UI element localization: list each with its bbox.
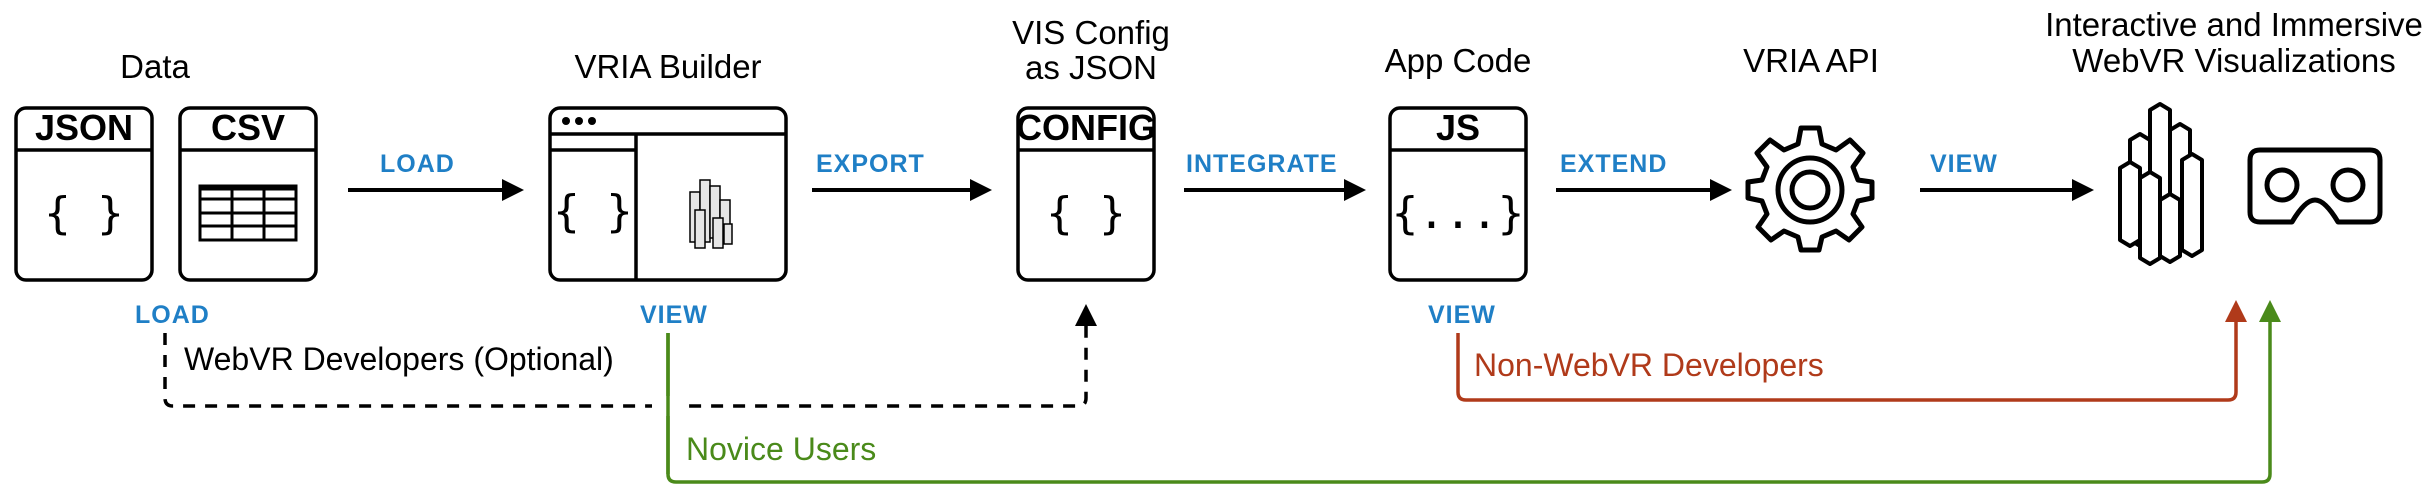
config-box: CONFIG { } — [1016, 106, 1156, 282]
action-integrate: INTEGRATE — [1186, 150, 1338, 178]
bar-chart-3d-icon — [689, 179, 733, 249]
heading-config-line2: as JSON — [1025, 49, 1157, 86]
action-view-output: VIEW — [1930, 150, 1998, 178]
heading-app-code: App Code — [1385, 42, 1532, 79]
csv-box-title: CSV — [211, 107, 285, 148]
vr-headset-icon — [2247, 147, 2383, 225]
builder-window: { } — [548, 106, 788, 282]
heading-data: Data — [120, 48, 190, 85]
action-extend: EXTEND — [1560, 150, 1667, 178]
role-novice: Novice Users — [686, 431, 876, 467]
config-box-body: { } — [1046, 188, 1125, 239]
table-icon — [198, 184, 298, 242]
novice-path — [666, 300, 2281, 484]
json-box-title: JSON — [35, 107, 133, 148]
js-box-title: JS — [1436, 107, 1480, 148]
heading-output-line2: WebVR Visualizations — [2072, 42, 2395, 79]
action-export: EXPORT — [816, 150, 925, 178]
role-non-webvr-dev: Non-WebVR Developers — [1474, 347, 1824, 383]
heading-config-line1: VIS Config — [1012, 14, 1170, 51]
heading-api: VRIA API — [1743, 42, 1879, 79]
role-webvr-dev: WebVR Developers (Optional) — [184, 341, 614, 377]
heading-builder: VRIA Builder — [574, 48, 761, 85]
js-box-body: {...} — [1392, 188, 1524, 239]
action-load-below: LOAD — [135, 301, 210, 329]
builder-editor-body: { } — [553, 186, 632, 237]
webvr-dev-path — [163, 304, 1097, 408]
non-webvr-dev-path — [1456, 300, 2247, 402]
action-view-builder: VIEW — [640, 301, 708, 329]
config-box-title: CONFIG — [1016, 107, 1156, 148]
js-box: JS {...} — [1388, 106, 1528, 282]
heading-output-line1: Interactive and Immersive — [2045, 6, 2423, 43]
bar-chart-3d-icon — [2118, 102, 2204, 266]
json-box: JSON { } — [14, 106, 154, 282]
action-view-js: VIEW — [1428, 301, 1496, 329]
gear-icon — [1745, 125, 1875, 253]
csv-box: CSV — [178, 106, 318, 282]
action-load: LOAD — [380, 150, 455, 178]
json-box-body: { } — [44, 188, 123, 239]
